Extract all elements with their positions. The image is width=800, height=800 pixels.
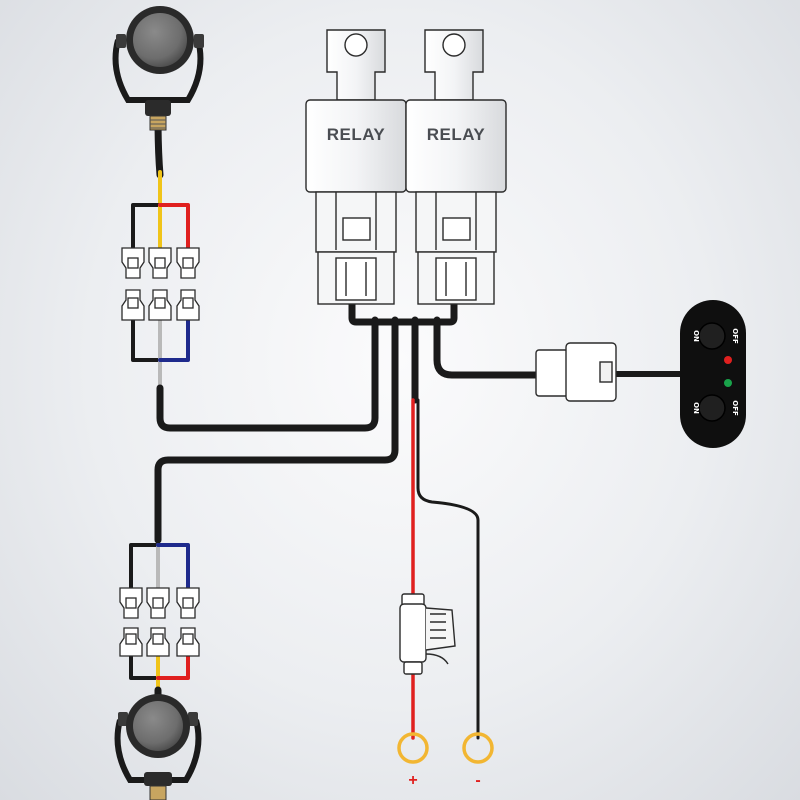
lower-indicator-light bbox=[724, 379, 732, 387]
relay-left: RELAY bbox=[305, 29, 407, 305]
upper-switch-off-label: OFF bbox=[731, 328, 739, 344]
switch-connector bbox=[535, 342, 617, 402]
inline-fuse-holder bbox=[399, 593, 456, 675]
lower-branch-blue bbox=[156, 543, 190, 590]
negative-terminal-label: - bbox=[475, 772, 480, 789]
negative-ring-terminal-icon bbox=[462, 732, 494, 764]
upper-branch-black bbox=[131, 203, 162, 250]
positive-ring-terminal-icon bbox=[397, 732, 429, 764]
switch-cable bbox=[433, 316, 544, 379]
upper-connector-row-1 bbox=[121, 247, 200, 279]
lower-connector-row-2 bbox=[119, 627, 200, 657]
lower-switch-button[interactable] bbox=[698, 394, 726, 422]
relay-right-label: RELAY bbox=[427, 125, 486, 144]
lower-switch-on-label: ON bbox=[692, 402, 700, 414]
upper-harness-main bbox=[156, 316, 379, 432]
connectors bbox=[119, 247, 200, 657]
lower-connector-row-1 bbox=[119, 587, 200, 619]
lower-harness-main bbox=[154, 316, 399, 544]
lower-switch-off-label: OFF bbox=[731, 400, 739, 416]
relay-bus bbox=[348, 296, 458, 326]
upper-pod-light-icon bbox=[112, 6, 204, 131]
upper-connector-row-2 bbox=[121, 289, 200, 321]
relay-left-label: RELAY bbox=[327, 125, 386, 144]
upper-harness-black bbox=[131, 316, 162, 362]
battery-terminals: + - bbox=[397, 732, 494, 789]
lower-harness-black bbox=[129, 650, 160, 680]
lower-pod-light-icon bbox=[114, 694, 202, 800]
lower-branch-black bbox=[129, 513, 160, 590]
upper-harness-blue bbox=[158, 316, 190, 362]
power-wire-negative bbox=[416, 398, 480, 740]
upper-indicator-light bbox=[724, 356, 732, 364]
upper-switch-button[interactable] bbox=[698, 322, 726, 350]
upper-switch-on-label: ON bbox=[692, 330, 700, 342]
relay-right: RELAY bbox=[405, 29, 507, 305]
positive-terminal-label: + bbox=[408, 772, 417, 789]
lower-harness-red bbox=[156, 650, 190, 680]
switch-panel[interactable]: ON OFF ON OFF bbox=[680, 300, 746, 448]
wires bbox=[129, 114, 688, 740]
upper-branch-red bbox=[158, 203, 190, 250]
